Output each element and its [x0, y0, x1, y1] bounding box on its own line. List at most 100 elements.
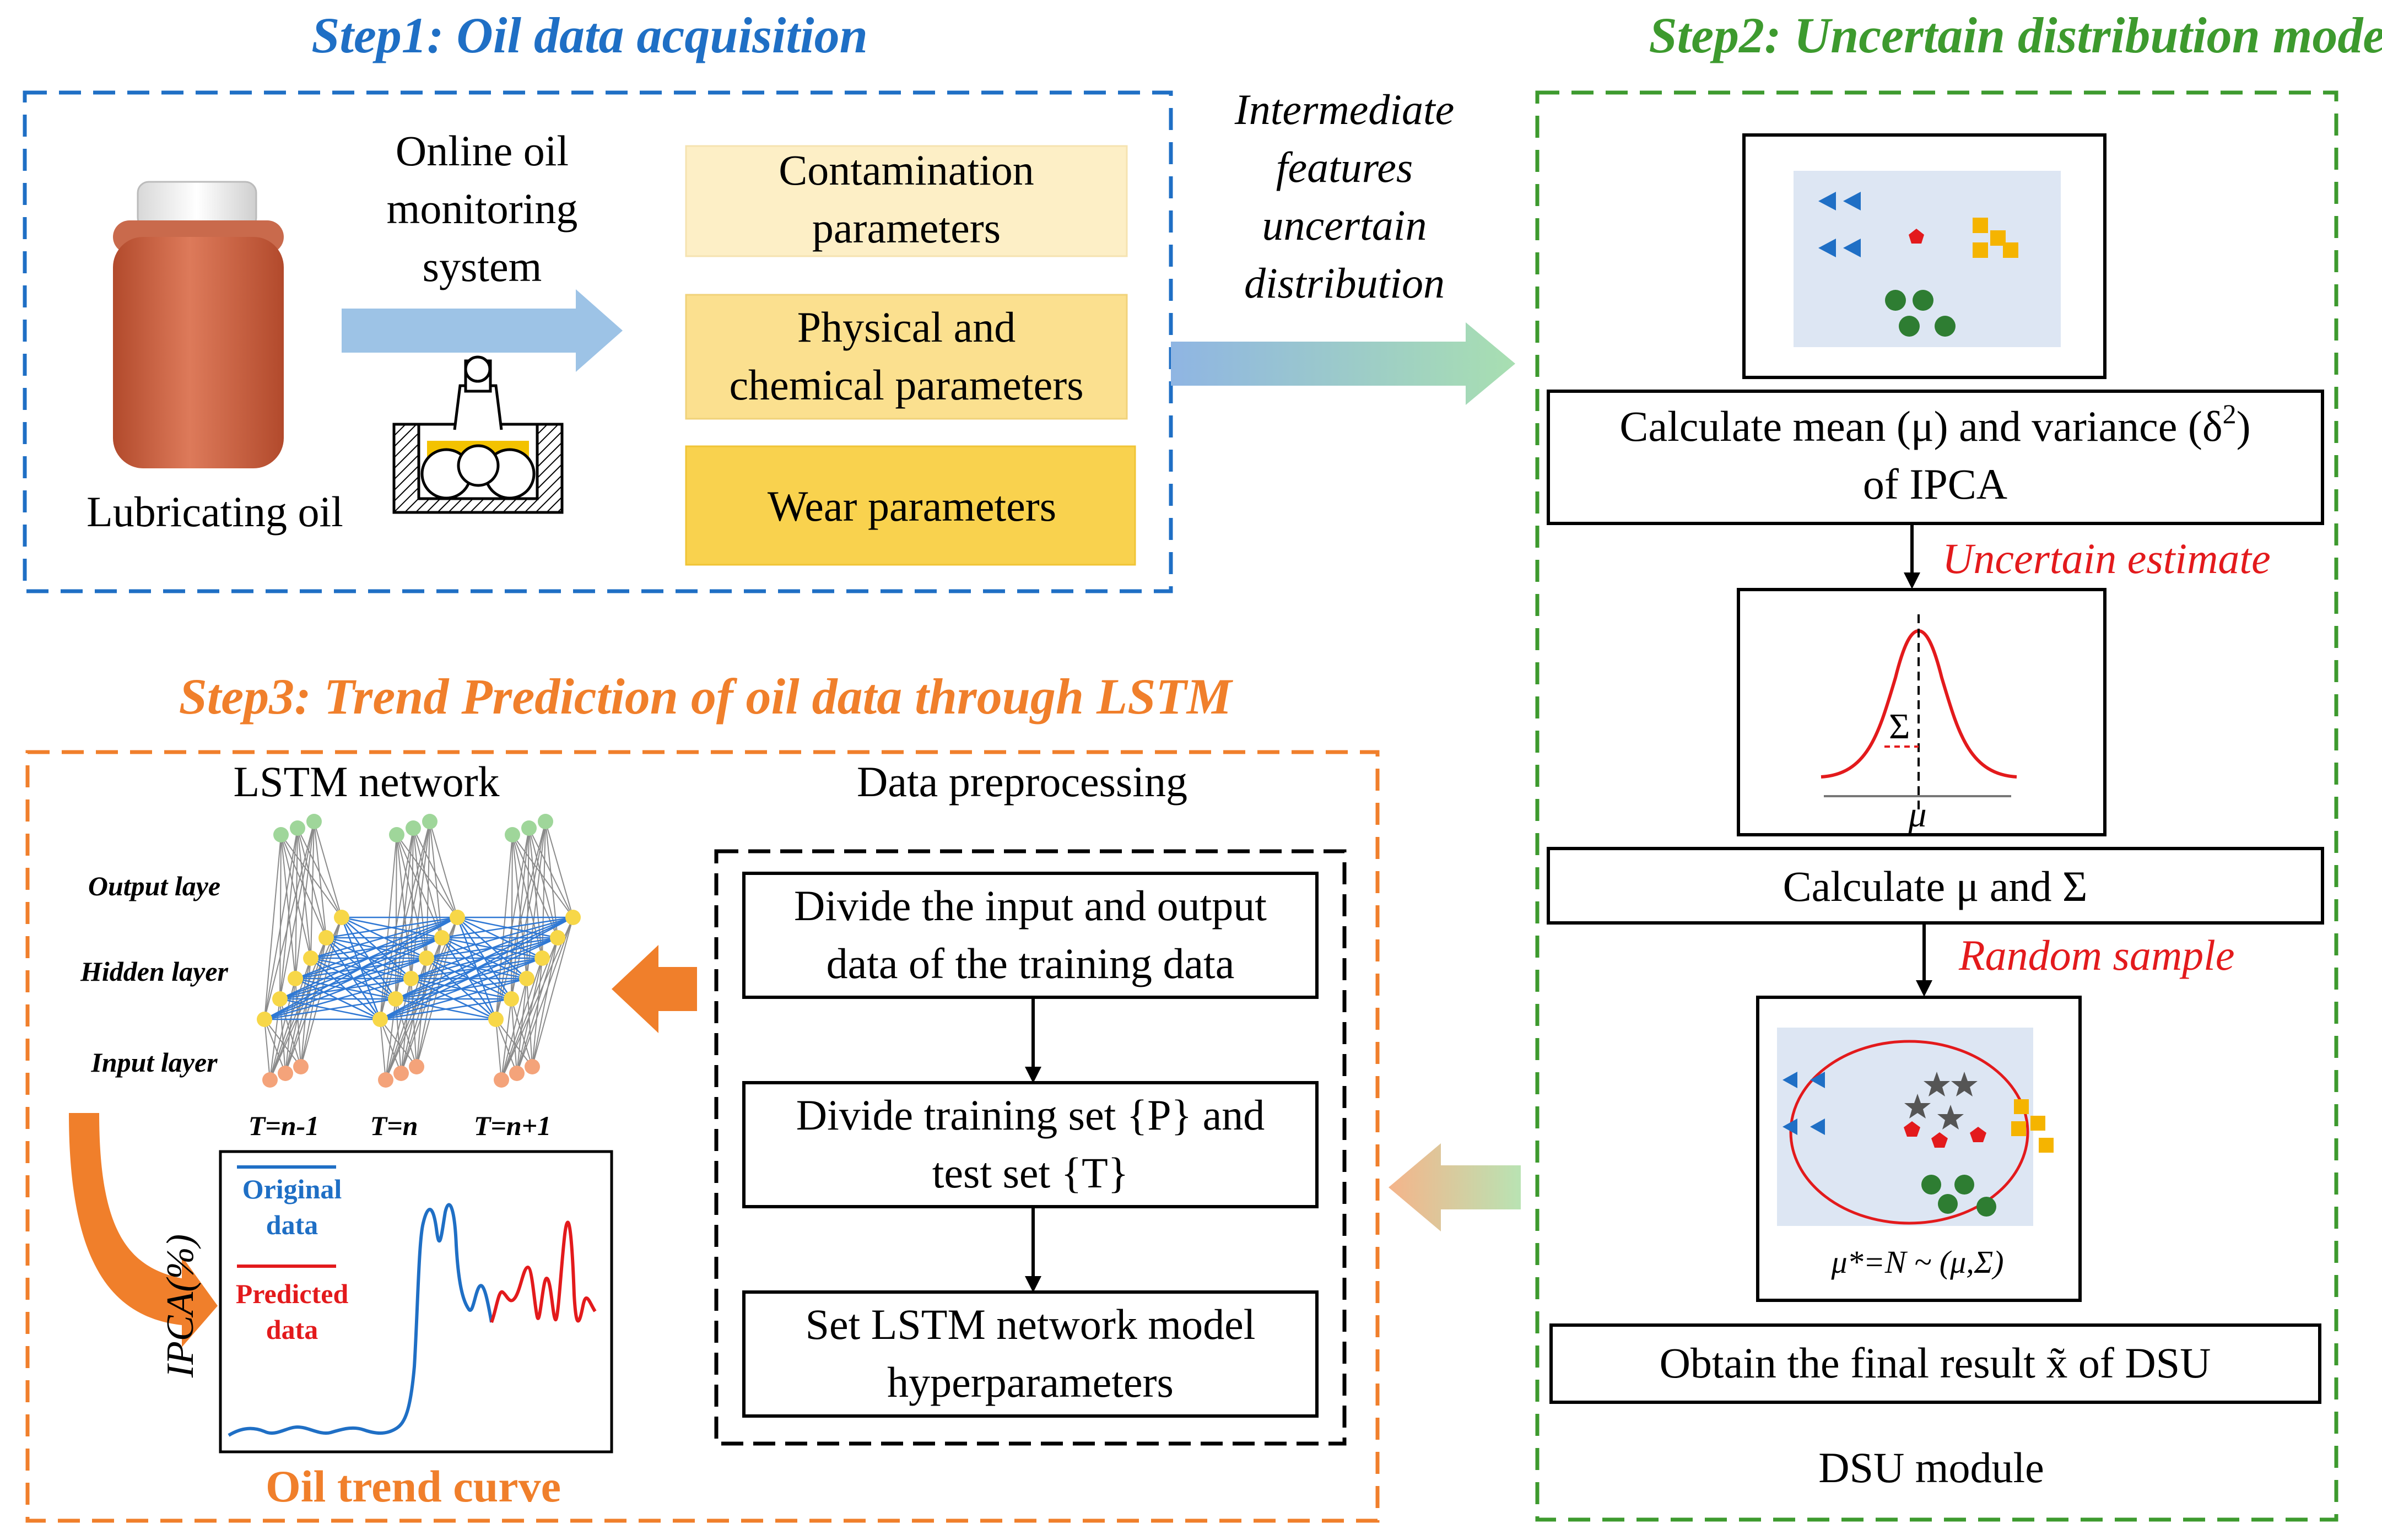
param-box-contamination [685, 145, 1128, 257]
dsu-module-label: DSU module [1818, 1444, 2044, 1492]
preproc-to-lstm-arrow [612, 945, 697, 1033]
hidden-node [434, 930, 450, 945]
gaussian-mu-label: μ [1908, 795, 1926, 835]
hidden-node [272, 991, 288, 1007]
hidden-node [534, 950, 550, 966]
lstm-network-title: LSTM network [233, 758, 499, 806]
calc-mu-sigma-box [1547, 847, 2324, 925]
lstm-connection [310, 821, 315, 959]
sample-gray-stars [1904, 1072, 1978, 1130]
system-label-1: Online oil [396, 127, 569, 175]
lstm-connection [410, 828, 414, 979]
lstm-connection [297, 828, 311, 959]
lstm-connection [532, 917, 574, 1067]
lstm-connection [280, 834, 342, 918]
lstm-connection [413, 828, 427, 959]
lstm-connection [495, 1019, 502, 1080]
lstm-connection [297, 828, 327, 938]
hidden-node [519, 971, 534, 986]
scatter-yellow-squares [1973, 218, 2018, 258]
lstm-connection [526, 828, 530, 979]
lstm-connection [495, 1019, 517, 1074]
lstm-network-diagram [257, 814, 581, 1088]
output-node [406, 820, 421, 836]
intermediate-label-4: distribution [1244, 259, 1445, 307]
lstm-connection [528, 828, 543, 959]
lstm-connection [456, 917, 497, 1020]
input-node [378, 1072, 393, 1088]
hidden-node [488, 1012, 504, 1027]
lstm-connection [314, 821, 342, 918]
output-node [273, 827, 289, 842]
lstm-connection [528, 828, 574, 918]
sensor-icon [392, 355, 564, 514]
hidden-node [450, 910, 465, 925]
scatter-green-dots [1885, 290, 1956, 337]
preproc-step-divide-io-line1: Divide the input and output [794, 882, 1267, 930]
sample-red-pentagons [1904, 1121, 1986, 1148]
output-node [521, 820, 537, 836]
lstm-connection [297, 828, 342, 918]
input-node [262, 1072, 278, 1088]
oil-trend-curve-title: Oil trend curve [266, 1461, 561, 1511]
lstm-connection [545, 821, 558, 938]
input-node [409, 1059, 424, 1074]
legend-predicted-text-2: data [266, 1314, 318, 1345]
lstm-connection [429, 821, 442, 938]
lstm-connection [532, 958, 543, 1067]
lstm-connection [380, 1019, 386, 1080]
lstm-connection [457, 916, 558, 939]
lstm-connection [512, 834, 574, 918]
hidden-node [372, 1012, 388, 1027]
lstm-connection [456, 917, 512, 999]
lstm-connection [280, 834, 296, 979]
intermediate-label-3: uncertain [1262, 201, 1427, 249]
param-box-wear-label: Wear parameters [768, 482, 1056, 530]
step3-title: Step3: Trend Prediction of oil data thro… [179, 668, 1234, 725]
intermediate-label-2: features [1276, 143, 1413, 191]
input-node [278, 1066, 293, 1081]
lstm-connection [341, 916, 442, 939]
hidden-node [419, 950, 434, 966]
uncertain-estimate-label: Uncertain estimate [1942, 534, 2271, 582]
output-node [538, 814, 553, 829]
hidden-node [403, 971, 419, 986]
sample-blue-triangles [1783, 1072, 1825, 1135]
step2-dashed-box [1535, 90, 2338, 1522]
legend-original-text-2: data [266, 1209, 318, 1240]
lstm-connection [526, 978, 533, 1067]
calc-mean-variance-box [1547, 390, 2324, 525]
feature-scatter-plot [1794, 171, 2061, 347]
intermediate-label-1: Intermediate [1234, 85, 1455, 133]
output-node [290, 820, 305, 836]
input-node [509, 1066, 525, 1081]
output-node [422, 814, 437, 829]
lstm-connection [516, 917, 574, 1074]
lstm-connection [341, 916, 427, 959]
lstm-connection [501, 998, 512, 1080]
lstm-connection [413, 828, 442, 938]
preproc-step-hyperparams [742, 1290, 1319, 1418]
layer-label-hidden: Hidden layer [80, 956, 229, 987]
preproc-step-divide-io-line2: data of the training data [827, 939, 1235, 987]
lstm-connection [516, 937, 558, 1074]
preproc-step-split-sets-line2: test set {T} [932, 1149, 1128, 1197]
step1-title: Step1: Oil data acquisition [311, 7, 868, 63]
legend-original-text-1: Original [242, 1174, 342, 1204]
param-box-physical-chemical [685, 294, 1128, 420]
lstm-to-curve-arrow [69, 1113, 218, 1347]
lstm-connection [280, 834, 311, 959]
hidden-node [303, 950, 318, 966]
lstm-connection [457, 917, 527, 979]
lstm-connection [416, 937, 442, 1067]
time-label-n: T=n [370, 1110, 418, 1141]
layer-label-output: Output laye [88, 871, 220, 901]
bottle-label: Lubricating oil [87, 488, 343, 536]
chart-ylabel: IPCA(%) [159, 1234, 202, 1378]
lstm-connection [429, 821, 458, 918]
gaussian-sigma-label: Σ [1889, 706, 1910, 747]
final-result-box [1549, 1323, 2321, 1404]
preproc-step-split-sets [742, 1081, 1319, 1208]
lstm-connection [532, 937, 558, 1067]
